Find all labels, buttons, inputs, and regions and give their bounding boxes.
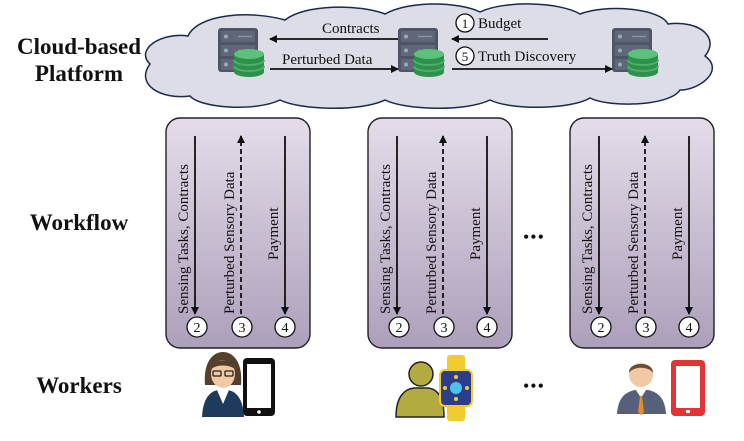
label-perturbed-sensory-data: Perturbed Sensory Data: [222, 171, 238, 314]
step-badge-2: [590, 316, 612, 338]
label-sensing-tasks: Sensing Tasks, Contracts: [580, 164, 596, 314]
label-payment: Payment: [670, 207, 686, 260]
step-badge-3: [433, 316, 455, 338]
label-sensing-tasks: Sensing Tasks, Contracts: [378, 164, 394, 314]
row-label-cloud-line2: Platform: [34, 61, 124, 86]
step-badge-4: [678, 316, 700, 338]
label-sensing-tasks: Sensing Tasks, Contracts: [176, 164, 192, 314]
workers-ellipsis: •••: [523, 376, 545, 396]
workflow-ellipsis: •••: [523, 227, 545, 247]
label-payment: Payment: [468, 207, 484, 260]
server-icon: [611, 27, 659, 78]
workflow-panel: Sensing Tasks, Contracts Perturbed Senso…: [569, 117, 715, 349]
label-perturbed-sensory-data: Perturbed Sensory Data: [424, 171, 440, 314]
label-truth-discovery: Truth Discovery: [478, 49, 577, 65]
woman-avatar-icon: [202, 352, 244, 417]
workflow-panel: Sensing Tasks, Contracts Perturbed Senso…: [367, 117, 513, 349]
step-badge-4: [274, 316, 296, 338]
step-badge-truth-discovery: [455, 46, 475, 66]
step-number-3: 3: [643, 321, 650, 336]
label-budget: Budget: [478, 16, 522, 32]
row-label-workflow: Workflow: [29, 210, 129, 235]
server-icon: [217, 27, 265, 78]
row-label-cloud-line1: Cloud-based: [17, 34, 141, 59]
businessman-icon: [617, 363, 666, 415]
step-number-3: 3: [441, 321, 448, 336]
step-number-2: 2: [396, 321, 403, 336]
label-perturbed-data: Perturbed Data: [282, 52, 373, 68]
step-number-3: 3: [239, 321, 246, 336]
step-number-budget: 1: [462, 16, 469, 31]
step-number-2: 2: [598, 321, 605, 336]
step-number-4: 4: [282, 321, 289, 336]
label-perturbed-sensory-data: Perturbed Sensory Data: [626, 171, 642, 314]
step-badge-2: [388, 316, 410, 338]
person-outline-icon: [395, 361, 445, 418]
step-badge-3: [231, 316, 253, 338]
step-badge-3: [635, 316, 657, 338]
row-label-cloud: Cloud-based Platform: [4, 33, 154, 87]
label-contracts: Contracts: [322, 21, 380, 37]
smartphone-icon: [671, 360, 705, 416]
step-number-truth-discovery: 5: [462, 49, 469, 64]
server-icon: [397, 27, 445, 78]
smartphone-icon: [243, 358, 275, 416]
step-badge-4: [476, 316, 498, 338]
smartwatch-icon: [439, 355, 473, 421]
step-number-4: 4: [686, 321, 693, 336]
row-label-workers: Workers: [36, 373, 122, 398]
label-payment: Payment: [266, 207, 282, 260]
workflow-panel: Sensing Tasks, Contracts Perturbed Senso…: [165, 117, 311, 349]
step-badge-2: [186, 316, 208, 338]
step-badge-budget: [455, 13, 475, 33]
step-number-2: 2: [194, 321, 201, 336]
step-number-4: 4: [484, 321, 491, 336]
